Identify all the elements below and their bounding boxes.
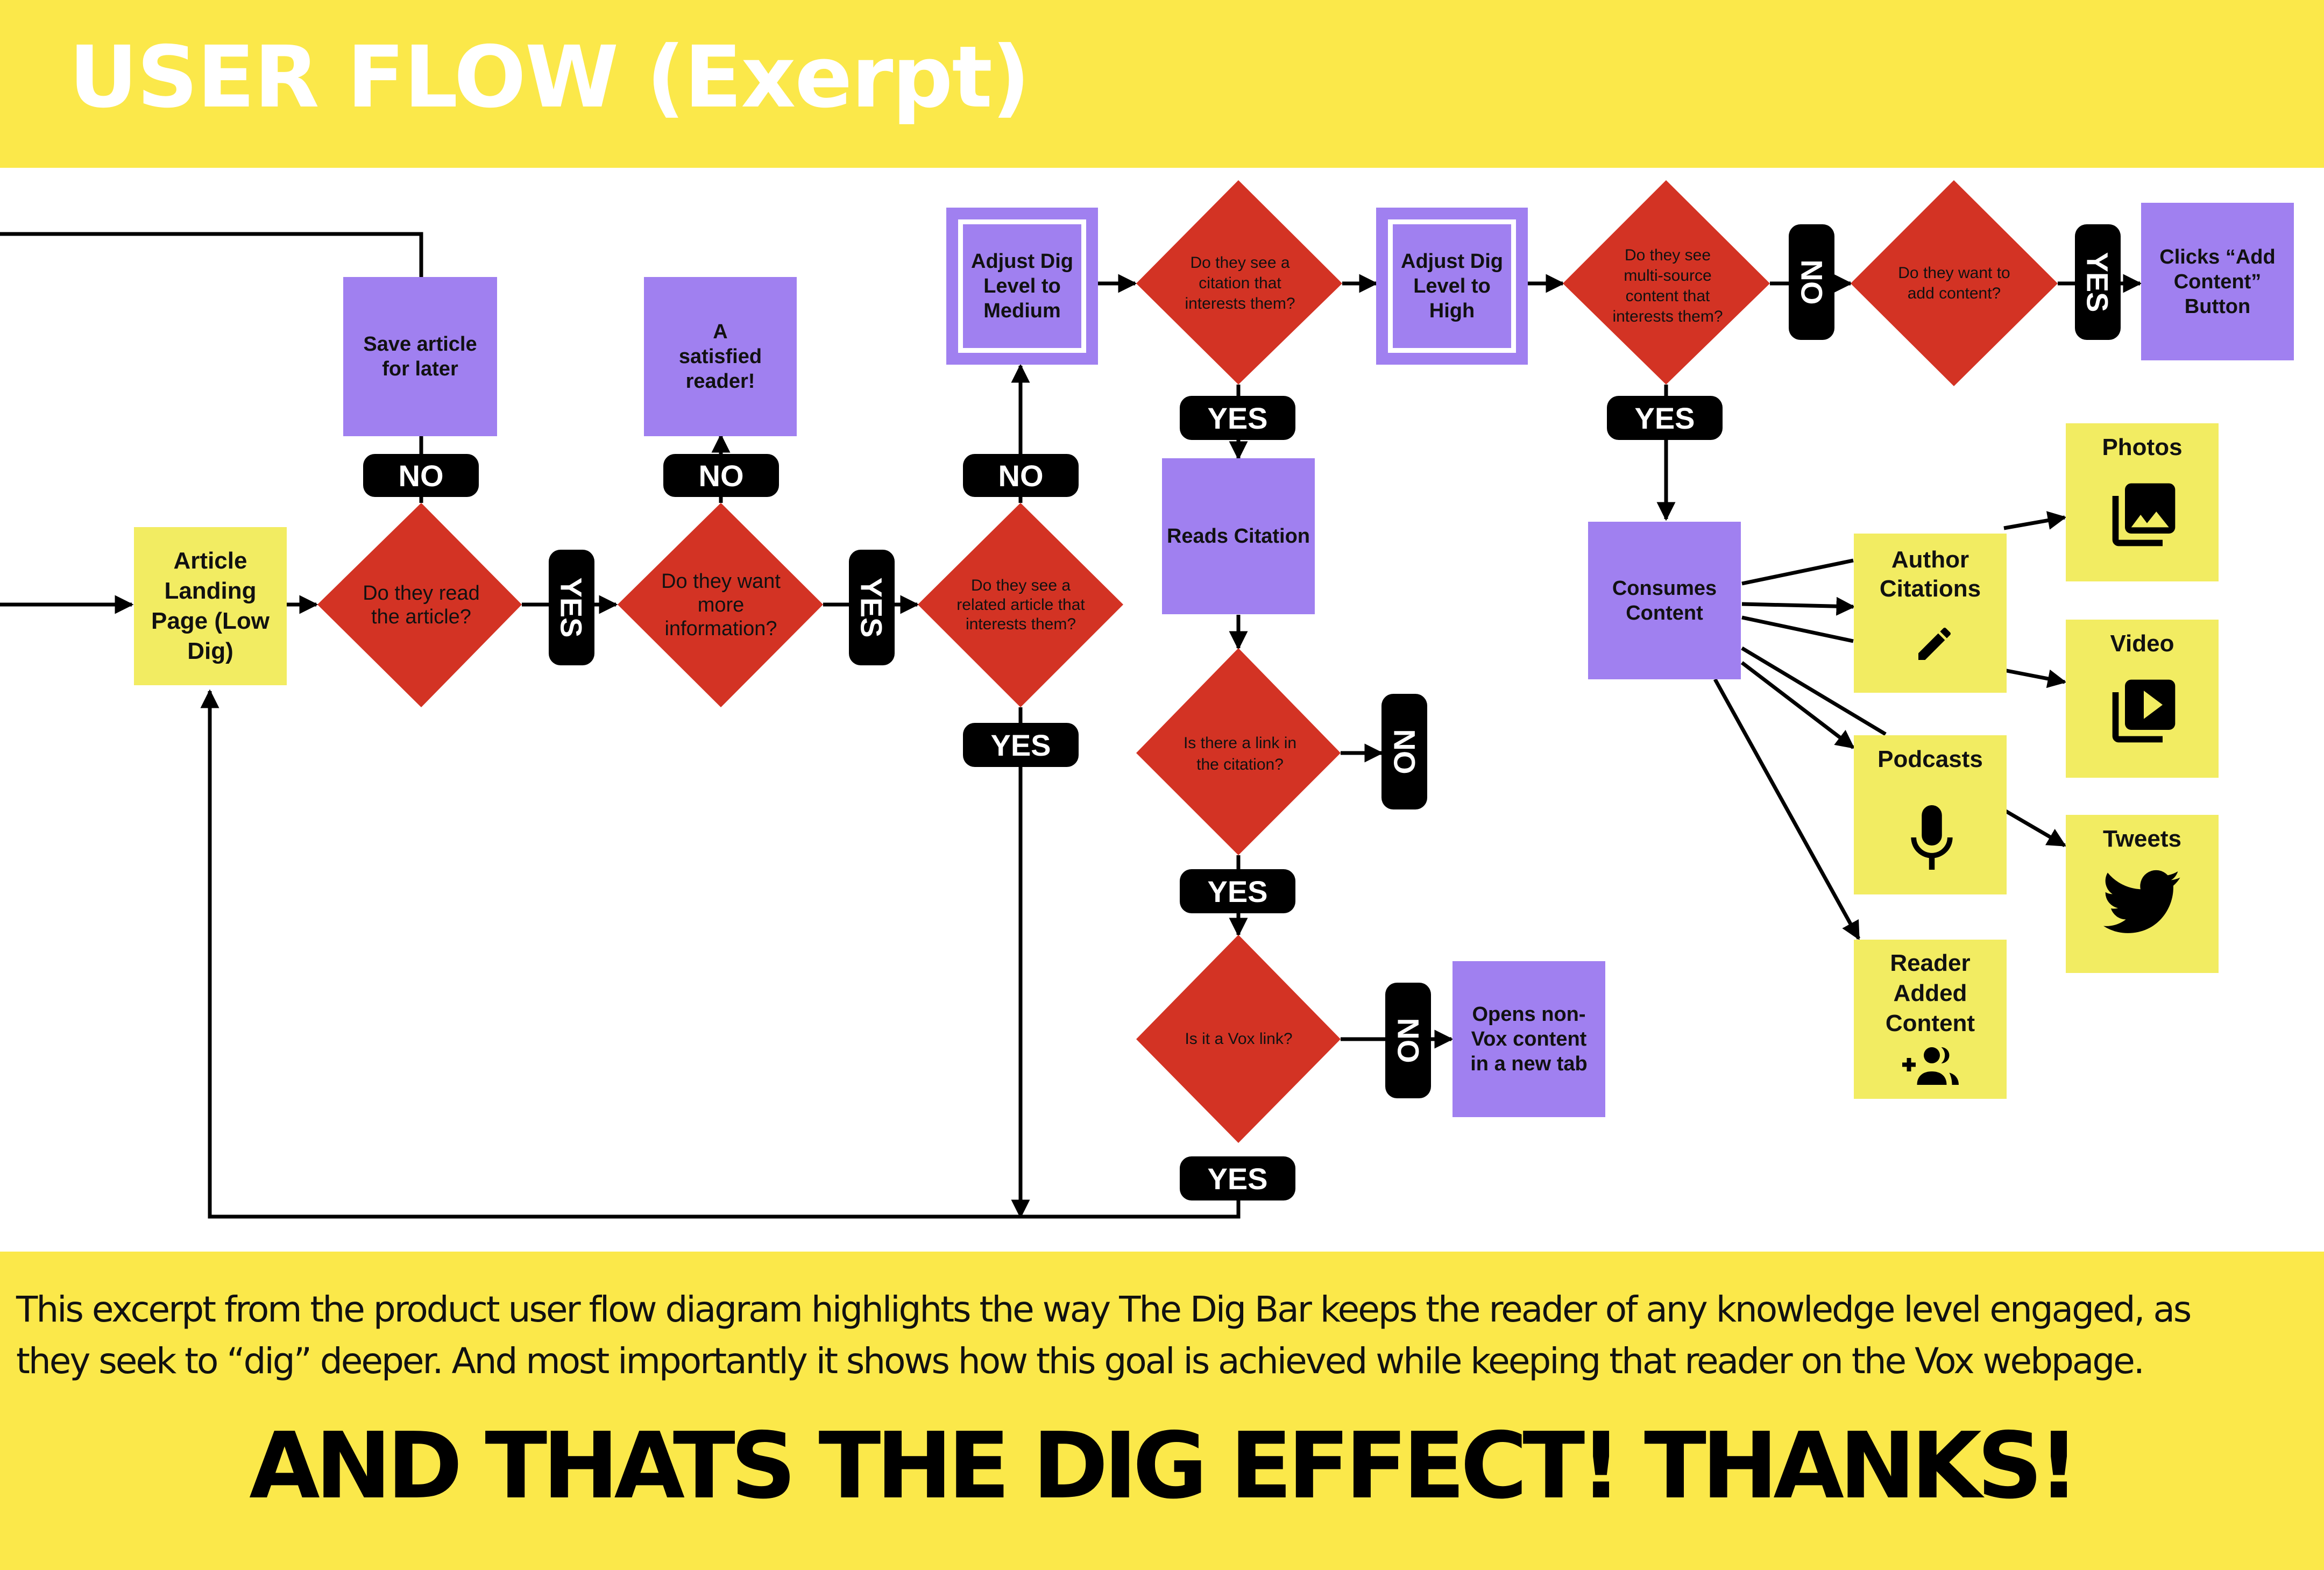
photo-library-icon xyxy=(2112,483,2176,546)
label-yes-multi: YES xyxy=(1607,396,1723,440)
connector-podcasts-tweets xyxy=(2003,808,2067,848)
flow-diagram: Article Landing Page (Low Dig) Save arti… xyxy=(0,168,2324,1252)
label-no-vox: NO xyxy=(1385,983,1431,1098)
decision-multi-source: Do they see multi-source content that in… xyxy=(1612,246,1723,325)
connector-consume-author-2 xyxy=(1741,596,1855,616)
connector-consume-author-1 xyxy=(1741,558,1854,586)
decision-read-article-shape xyxy=(317,503,522,707)
microphone-icon xyxy=(1911,805,1953,870)
card-photos: Photos xyxy=(2066,423,2219,581)
page-title: USER FLOW (Exerpt) xyxy=(69,28,1030,127)
label-no-link: NO xyxy=(1381,694,1427,809)
footer-banner: This excerpt from the product user flow … xyxy=(0,1252,2324,1570)
node-inner-border xyxy=(1388,219,1516,353)
card-tweets: Tweets xyxy=(2066,815,2219,973)
decision-see-citation: Do they see a citation that interests th… xyxy=(1185,254,1295,312)
node-inner-border xyxy=(958,219,1086,353)
decision-vox-shape xyxy=(1136,935,1341,1143)
footer-tagline: AND THATS THE DIG EFFECT! THANKS! xyxy=(249,1413,2080,1519)
node-opens-non-vox: Opens non-Vox content in a new tab xyxy=(1452,961,1605,1117)
label-yes-more: YES xyxy=(849,550,895,665)
decision-want-add: Do they want to add content? xyxy=(1898,264,2010,302)
decision-citation-shape xyxy=(1136,180,1342,385)
label-no-read: NO xyxy=(363,454,479,497)
node-clicks-add-content: Clicks “Add Content” Button xyxy=(2141,203,2294,360)
label-yes-link: YES xyxy=(1180,869,1295,913)
decision-add-shape xyxy=(1851,180,2058,386)
label-no-more: NO xyxy=(663,454,779,497)
node-adjust-high: Adjust Dig Level to High xyxy=(1376,208,1528,365)
header-banner: USER FLOW (Exerpt) xyxy=(0,0,2324,168)
label-yes-related: YES xyxy=(963,723,1079,767)
add-group-icon xyxy=(1902,1047,1959,1085)
decision-multi-shape xyxy=(1563,180,1770,385)
card-video: Video xyxy=(2066,620,2219,778)
label-no-related: NO xyxy=(963,454,1079,497)
decision-read-article: Do they read the article? xyxy=(363,581,480,628)
video-library-icon xyxy=(2112,679,2176,743)
twitter-bird-icon xyxy=(2103,870,2180,933)
node-adjust-medium: Adjust Dig Level to Medium xyxy=(946,208,1098,365)
card-author-citations: Author Citations xyxy=(1854,534,2007,693)
node-consumes-content: Consumes Content xyxy=(1588,522,1741,679)
label-no-multi: NO xyxy=(1789,224,1834,340)
node-article-landing: Article Landing Page (Low Dig) xyxy=(134,527,287,685)
connector-author-video xyxy=(2003,668,2067,688)
label-yes-vox: YES xyxy=(1180,1156,1295,1200)
connector-bottom-loop xyxy=(200,689,1241,1219)
connector-consume-podcasts-2 xyxy=(1740,661,1855,749)
decision-link-shape xyxy=(1136,648,1341,855)
connector-consume-reader xyxy=(1713,678,1861,941)
card-reader-added-content: Reader Added Content xyxy=(1854,940,2007,1099)
node-satisfied-reader: A satisfied reader! xyxy=(644,277,797,436)
node-save-later: Save article for later xyxy=(343,277,497,436)
pencil-icon xyxy=(1918,627,1951,660)
node-reads-citation: Reads Citation xyxy=(1162,458,1315,614)
decision-related-article: Do they see a related article that inter… xyxy=(956,576,1085,633)
connector-author-photos xyxy=(2003,511,2067,530)
connector-consume-podcasts-1 xyxy=(1741,646,1887,736)
decision-want-more: Do they want more information? xyxy=(661,570,781,640)
decision-link-in-citation: Is there a link in the citation? xyxy=(1183,734,1297,773)
footer-description: This excerpt from the product user flow … xyxy=(16,1289,2192,1382)
decision-related-shape xyxy=(918,503,1123,707)
decision-want-more-shape xyxy=(618,503,823,707)
flow-connectors xyxy=(0,180,2142,1219)
connector-save-loop xyxy=(0,232,423,277)
connector-consume-author-3 xyxy=(1741,615,1854,643)
card-podcasts: Podcasts xyxy=(1854,735,2007,894)
label-yes-citation: YES xyxy=(1180,396,1295,440)
label-yes-read: YES xyxy=(549,550,594,665)
label-yes-add: YES xyxy=(2075,224,2121,340)
decision-vox-link: Is it a Vox link? xyxy=(1185,1030,1293,1048)
